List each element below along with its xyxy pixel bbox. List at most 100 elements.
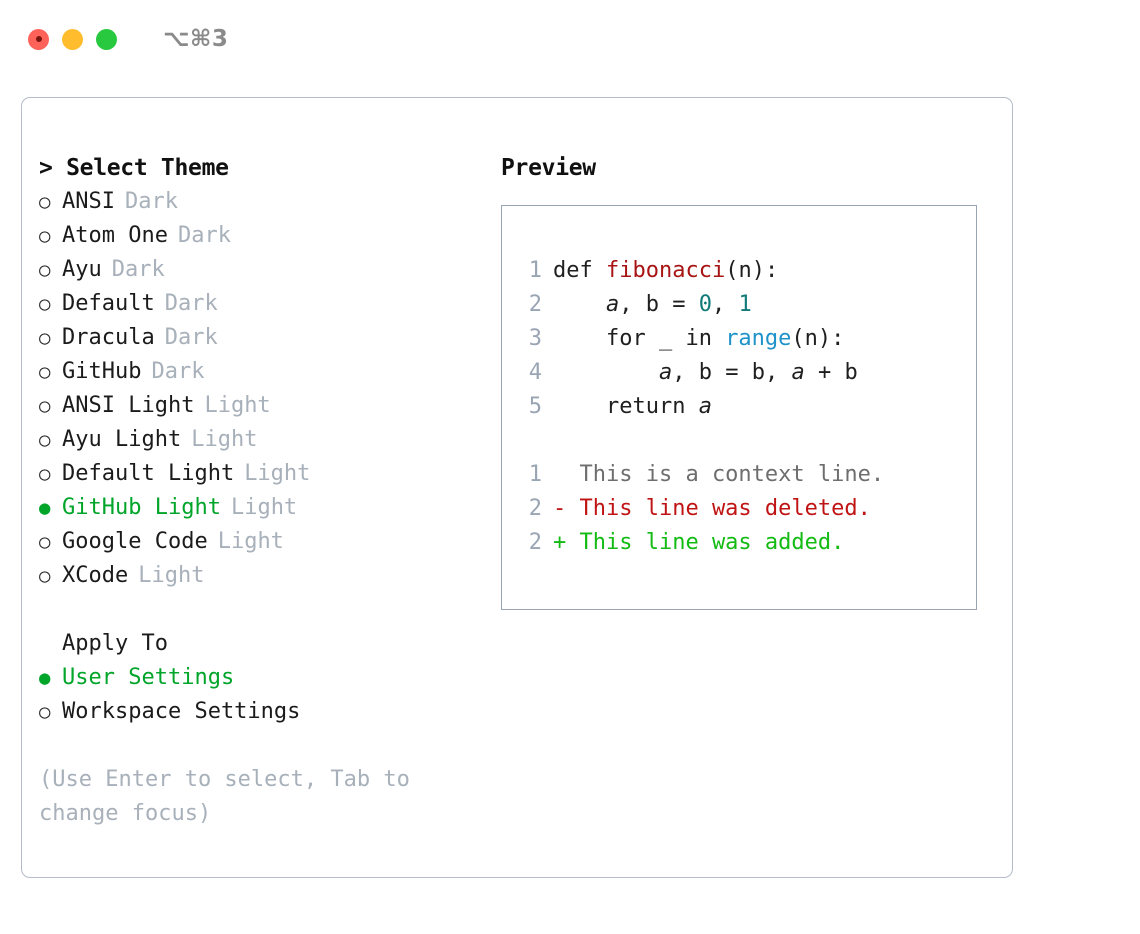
radio-unselected-icon: ○ (39, 565, 51, 587)
code-line: 5 return a (514, 390, 968, 424)
maximize-window-button[interactable] (96, 28, 117, 50)
radio-selected-icon: ● (39, 667, 51, 689)
apply-to-item-workspace-settings[interactable]: ○ Workspace Settings (39, 695, 491, 729)
diff-line-number: 1 (528, 462, 542, 487)
code-token-plain: b (844, 360, 858, 385)
radio-unselected-icon: ○ (39, 429, 51, 451)
theme-name-label: Default (62, 291, 155, 316)
code-token-plain: b (751, 360, 765, 385)
close-window-button[interactable] (28, 28, 49, 50)
code-token-plain: b (645, 292, 659, 317)
diff-line-number: 2 (528, 496, 542, 521)
theme-name-label: Ayu (62, 257, 102, 282)
radio-unselected-icon: ○ (39, 327, 51, 349)
diff-line-add: 2+ This line was added. (514, 526, 968, 560)
theme-kind-label: Dark (177, 223, 231, 248)
code-token-plain: , (619, 292, 646, 317)
code-line-text: return a (553, 390, 712, 424)
theme-name-label: ANSI Light (62, 393, 195, 418)
theme-name-label: Ayu Light (62, 427, 182, 452)
code-line: 4 a, b = b, a + b (514, 356, 968, 390)
radio-unselected-icon: ○ (39, 531, 51, 553)
code-line-number: 4 (528, 360, 542, 385)
code-token-plain: , (711, 292, 739, 317)
theme-kind-label: Light (244, 461, 311, 486)
keyboard-hint-text: (Use Enter to select, Tab to change focu… (39, 767, 424, 826)
diff-line-text: + This line was added. (553, 530, 845, 555)
radio-unselected-icon: ○ (39, 259, 51, 281)
radio-selected-icon: ● (39, 497, 51, 519)
code-token-plain (553, 360, 659, 385)
code-token-builtin: range (725, 326, 792, 351)
theme-name-label: ANSI (62, 189, 115, 214)
code-token-num: 0 (698, 292, 712, 317)
apply-to-heading: Apply To (62, 631, 168, 656)
code-token-plain: (n): (725, 258, 779, 283)
theme-name-label: Atom One (62, 223, 168, 248)
preview-heading: Preview (501, 155, 596, 181)
diff-line-text: - This line was deleted. (553, 496, 871, 521)
apply-to-list[interactable]: ● User Settings ○ Workspace Settings (39, 661, 491, 729)
theme-item-atom-one[interactable]: ○ Atom One Dark (39, 219, 491, 253)
apply-to-label: User Settings (62, 665, 235, 690)
keyboard-shortcut-label: ⌥⌘3 (163, 26, 229, 52)
theme-kind-label: Light (191, 427, 258, 452)
theme-name-label: Google Code (62, 529, 208, 554)
radio-unselected-icon: ○ (39, 395, 51, 417)
code-token-plain: = (711, 360, 752, 385)
radio-unselected-icon: ○ (39, 701, 51, 723)
code-token-plain: (n): (791, 326, 845, 351)
code-token-fn: fibonacci (605, 258, 726, 283)
radio-unselected-icon: ○ (39, 293, 51, 315)
code-token-plain: b (698, 360, 712, 385)
code-token-plain: def (553, 258, 606, 283)
code-line: 3 for _ in range(n): (514, 322, 968, 356)
apply-to-label: Workspace Settings (62, 699, 301, 724)
radio-unselected-icon: ○ (39, 225, 51, 247)
theme-kind-label: Dark (164, 325, 218, 350)
theme-name-label: Default Light (62, 461, 235, 486)
code-token-plain: = (658, 292, 699, 317)
code-line-number: 2 (528, 292, 542, 317)
code-token-var: a (698, 394, 712, 419)
window-controls (28, 28, 117, 50)
code-line-number: 5 (528, 394, 542, 419)
diff-spacer (514, 424, 968, 458)
theme-kind-label: Light (138, 563, 205, 588)
code-line-text: a, b = b, a + b (553, 356, 858, 390)
code-token-num: 1 (738, 292, 752, 317)
select-theme-heading: > Select Theme (39, 155, 229, 181)
code-line-text: for _ in range(n): (553, 322, 844, 356)
theme-kind-label: Light (230, 495, 298, 520)
code-line-text: def fibonacci(n): (553, 254, 778, 288)
theme-item-default[interactable]: ○ Default Dark (39, 287, 491, 321)
apply-to-item-user-settings[interactable]: ● User Settings (39, 661, 491, 695)
theme-item-ayu-light[interactable]: ○ Ayu Light Light (39, 423, 491, 457)
code-line-text: a, b = 0, 1 (553, 288, 752, 322)
diff-line-del: 2 - This line was deleted. (514, 492, 968, 526)
theme-kind-label: Dark (164, 291, 218, 316)
theme-name-label: GitHub (62, 359, 142, 384)
code-token-plain: , (672, 360, 699, 385)
theme-kind-label: Dark (124, 189, 178, 214)
diff-sample: 1 This is a context line. 2 - This line wa… (514, 458, 968, 560)
minimize-window-button[interactable] (62, 28, 83, 50)
diff-line-ctx: 1 This is a context line. (514, 458, 968, 492)
